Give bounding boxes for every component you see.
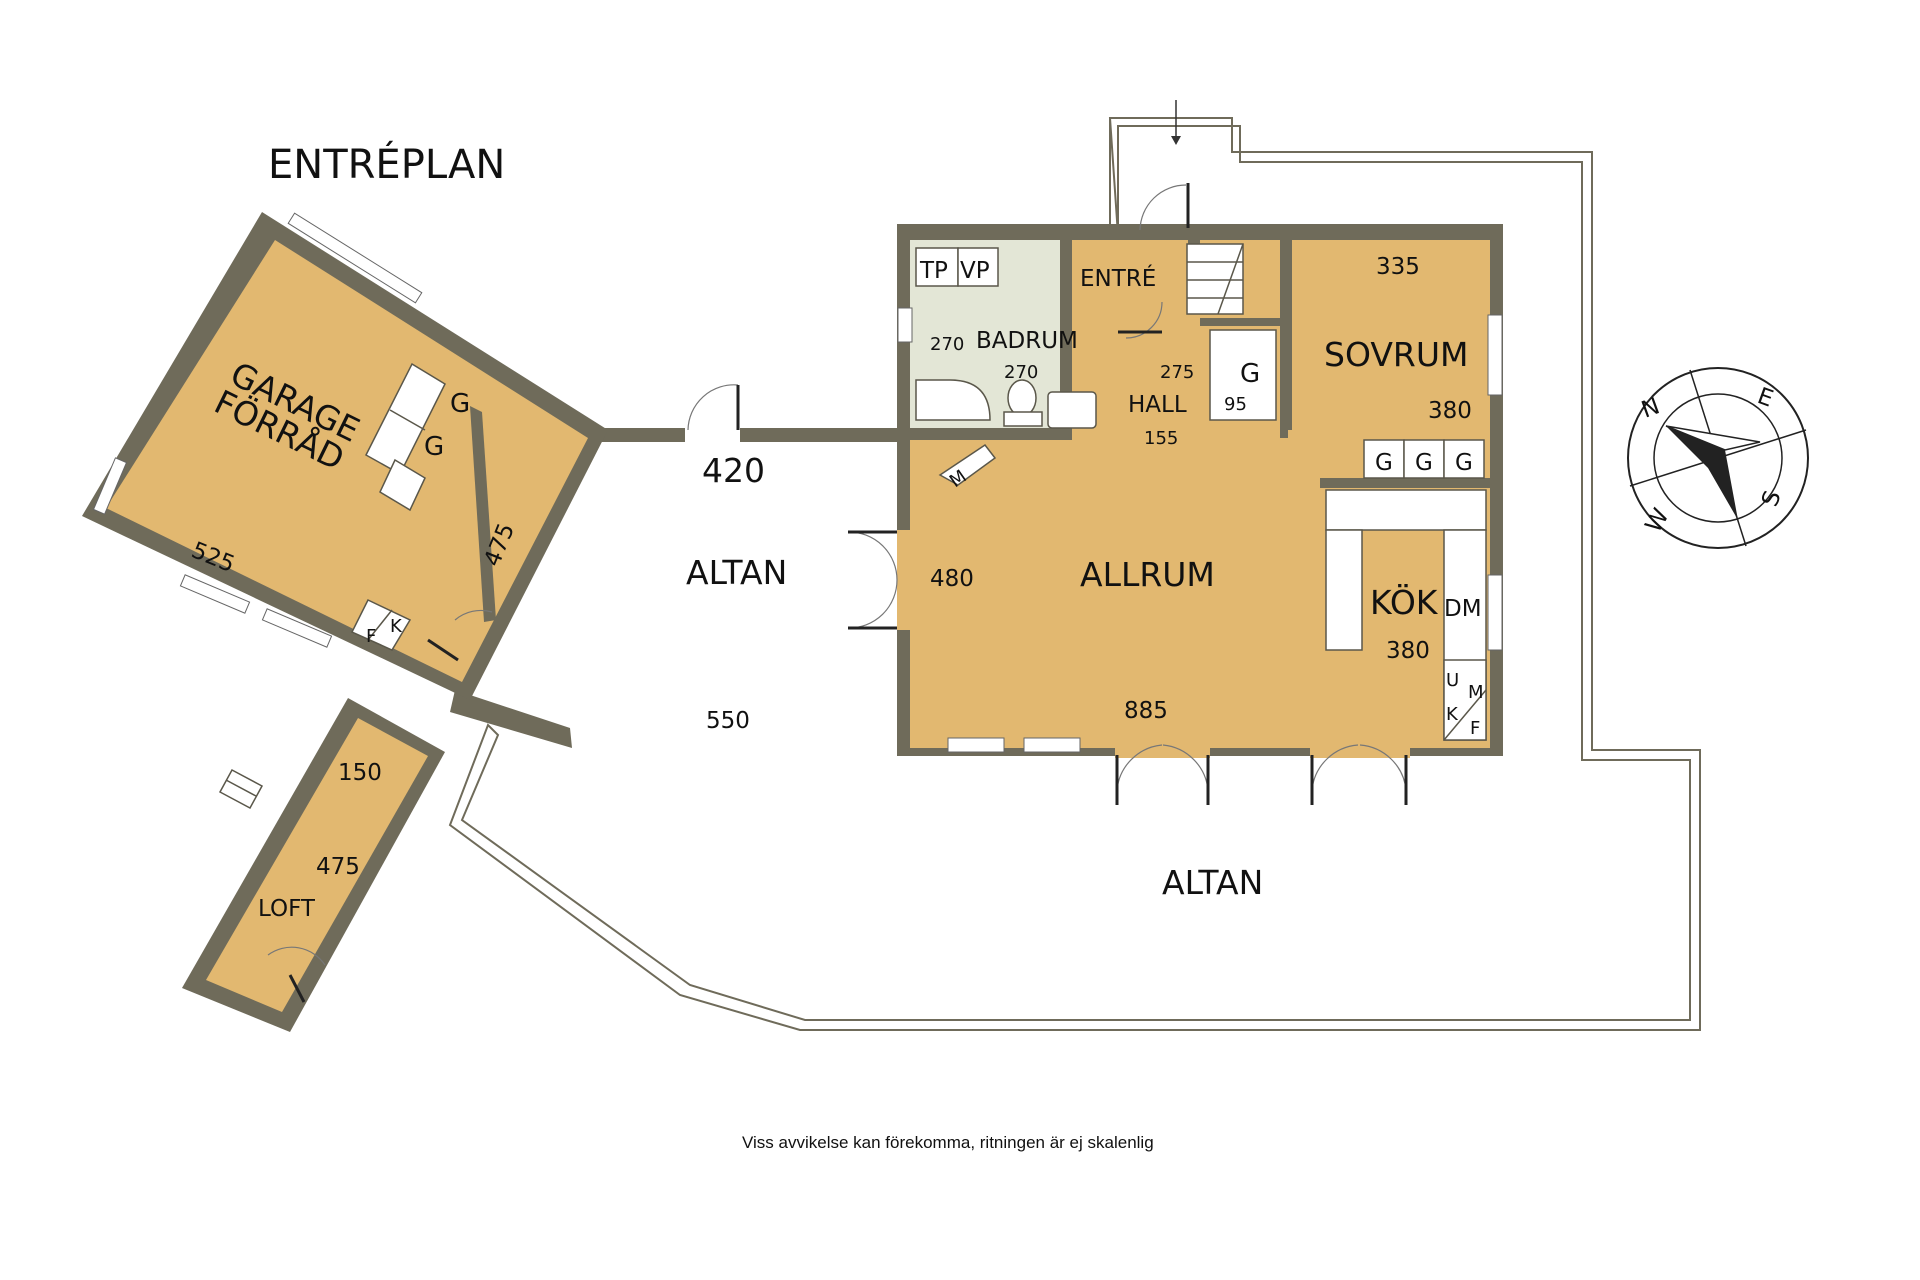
garage-g2: G — [424, 432, 444, 462]
altan-left-dim-a: 420 — [702, 451, 765, 490]
allrum-dim-a: 480 — [930, 566, 974, 592]
garage-building — [82, 212, 608, 700]
dm-label: DM — [1444, 596, 1482, 622]
garage-stairs — [379, 458, 426, 512]
wardrobe-3 — [1443, 439, 1485, 479]
garage-fk — [350, 599, 412, 651]
wardrobe-1 — [1363, 439, 1405, 479]
entre-name: ENTRÉ — [1080, 264, 1156, 292]
loft-dim-depth: 475 — [316, 854, 360, 880]
sovrum-g3: G — [1455, 450, 1473, 476]
sovrum-dim-b: 380 — [1428, 398, 1472, 424]
hall-dim-b: 155 — [1144, 428, 1178, 449]
hall-closet — [1209, 329, 1277, 421]
bath-sink — [1047, 391, 1097, 429]
u-label: U — [1446, 670, 1459, 691]
allrum-dim-b: 885 — [1124, 698, 1168, 724]
loft-name: LOFT — [258, 896, 316, 922]
k-label: K — [1446, 704, 1459, 725]
shower — [915, 379, 991, 421]
closet-dim: 95 — [1224, 394, 1247, 415]
altan-left-name: ALTAN — [686, 553, 787, 592]
altan-bottom-name: ALTAN — [1162, 863, 1263, 902]
tp-fixture — [915, 247, 959, 287]
sovrum-dim-a: 335 — [1376, 254, 1420, 280]
sovrum-name: SOVRUM — [1324, 335, 1468, 374]
f-label: F — [1470, 718, 1480, 739]
badrum-dim-a: 270 — [930, 334, 964, 355]
badrum-name: BADRUM — [976, 328, 1078, 354]
loft-stairs — [218, 768, 264, 810]
hall-name: HALL — [1128, 392, 1187, 418]
entry-stairs — [1186, 243, 1244, 315]
main-house — [847, 183, 1503, 805]
sovrum-g2: G — [1415, 450, 1433, 476]
compass-needle-icon — [1666, 426, 1738, 520]
tp-label: TP — [919, 258, 948, 284]
compass-rose — [1627, 367, 1809, 549]
disclaimer: Viss avvikelse kan förekomma, ritningen … — [742, 1133, 1154, 1152]
sovrum-g1: G — [1375, 450, 1393, 476]
kitchen-appliances — [1443, 659, 1487, 741]
kitchen-stove — [1325, 529, 1363, 651]
terrace-outline — [448, 100, 1701, 1031]
garage-f: F — [366, 626, 376, 647]
garage-g1: G — [450, 389, 470, 419]
toilet-icon — [1007, 379, 1037, 417]
kitchen-counter-top — [1325, 489, 1487, 531]
vp-fixture — [957, 247, 999, 287]
loft-building — [182, 698, 445, 1032]
badrum-dim-b: 270 — [1004, 362, 1038, 383]
closet-label: G — [1240, 359, 1260, 389]
altan-left-dim-b: 550 — [706, 708, 750, 734]
plan-title: ENTRÉPLAN — [268, 140, 505, 188]
fireplace — [938, 443, 997, 486]
hall-dim-a: 275 — [1160, 362, 1194, 383]
m-label: M — [1468, 682, 1484, 703]
vp-label: VP — [960, 258, 990, 284]
connecting-walls — [450, 384, 900, 748]
kok-name: KÖK — [1370, 582, 1439, 622]
kok-dim: 380 — [1386, 638, 1430, 664]
garage-k: K — [390, 616, 403, 637]
allrum-name: ALLRUM — [1080, 555, 1215, 594]
loft-dim-width: 150 — [338, 760, 382, 786]
